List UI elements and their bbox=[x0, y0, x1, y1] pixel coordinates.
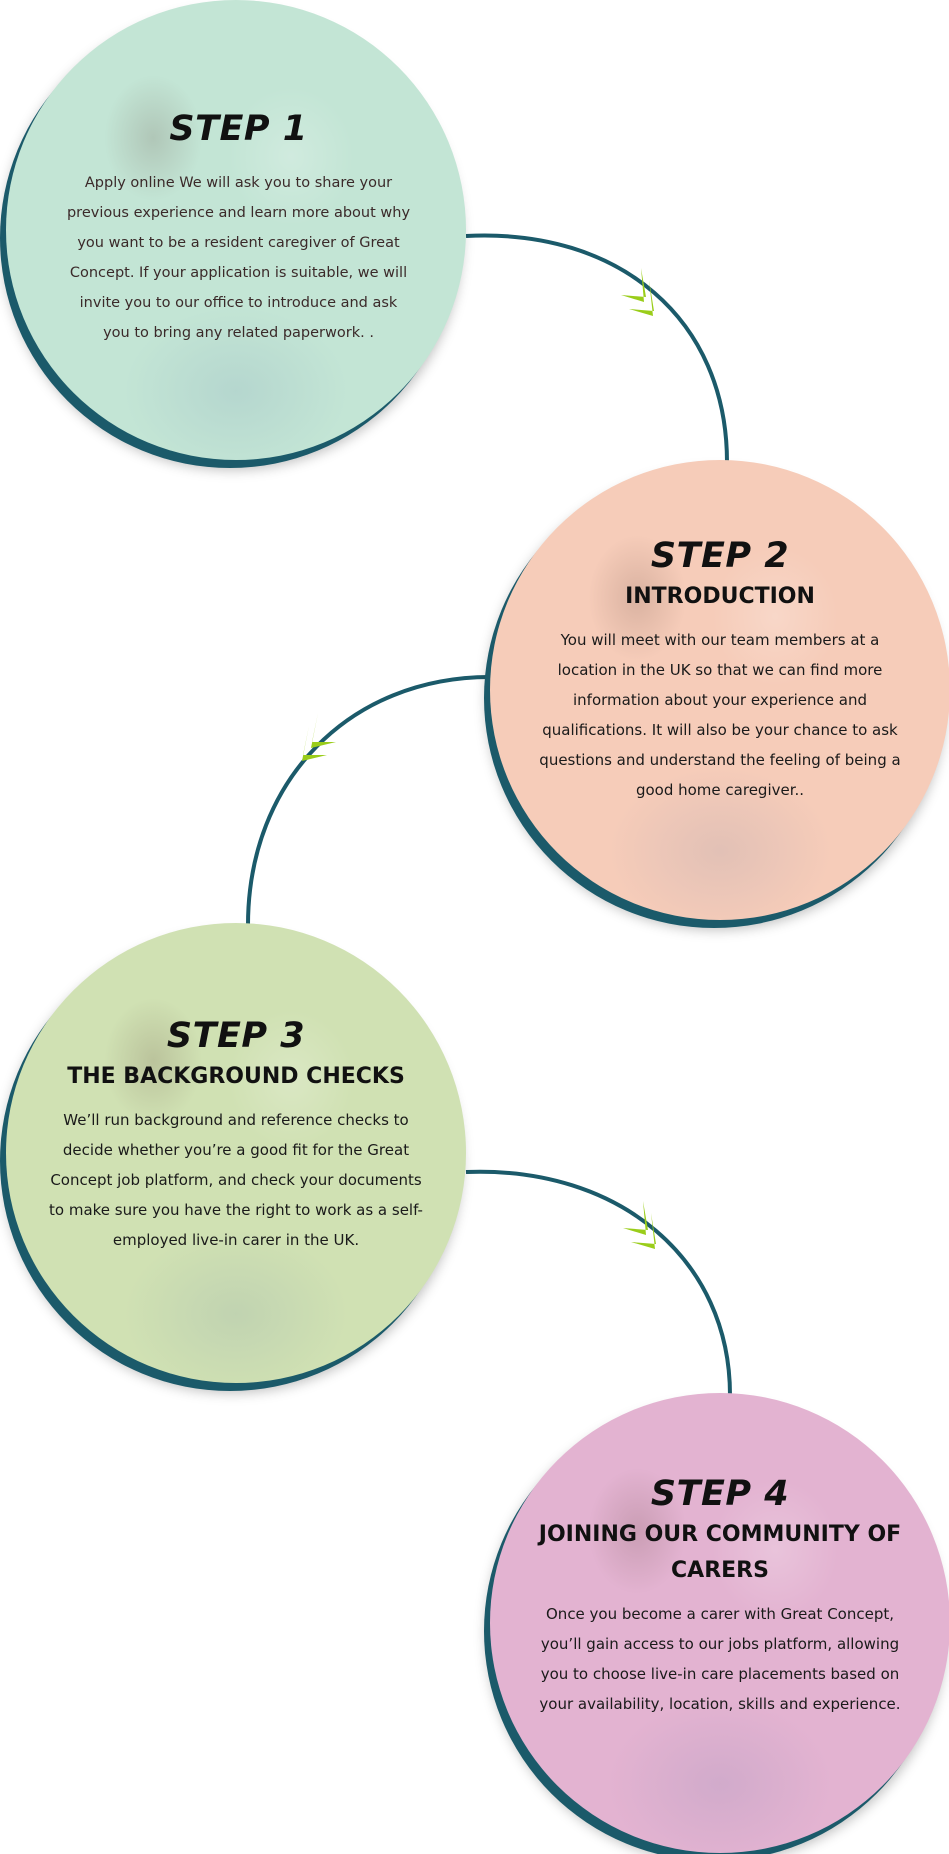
step-subtitle: THE BACKGROUND CHECKS bbox=[67, 1064, 405, 1089]
connector-arc-3-4 bbox=[465, 1169, 732, 1396]
arrow-chevron-icon bbox=[621, 268, 654, 316]
step-3-circle: STEP 3 THE BACKGROUND CHECKS We’ll run b… bbox=[6, 923, 466, 1383]
step-1-circle: STEP 1 Apply online We will ask you to s… bbox=[6, 0, 466, 460]
step-description: We’ll run background and reference check… bbox=[49, 1111, 423, 1249]
step-subtitle: INTRODUCTION bbox=[625, 584, 815, 609]
step-4-circle: STEP 4 JOINING OUR COMMUNITY OF CARERS O… bbox=[490, 1393, 949, 1853]
step-subtitle: JOINING OUR COMMUNITY OF CARERS bbox=[538, 1522, 902, 1583]
connector-arc-1-2 bbox=[465, 233, 729, 463]
step-2-circle: STEP 2 INTRODUCTION You will meet with o… bbox=[490, 460, 949, 920]
arrow-chevron-icon bbox=[302, 713, 336, 761]
step-title: STEP 3 bbox=[166, 1016, 306, 1056]
step-description: Once you become a carer with Great Conce… bbox=[539, 1605, 901, 1713]
step-title: STEP 2 bbox=[650, 536, 790, 576]
step-title: STEP 4 bbox=[650, 1474, 790, 1514]
step-description: You will meet with our team members at a… bbox=[539, 631, 901, 799]
arrow-chevron-icon bbox=[623, 1201, 656, 1249]
connector-arc-2-3 bbox=[246, 675, 491, 926]
step-title: STEP 1 bbox=[169, 109, 308, 149]
step-description: Apply online We will ask you to share yo… bbox=[66, 175, 411, 341]
